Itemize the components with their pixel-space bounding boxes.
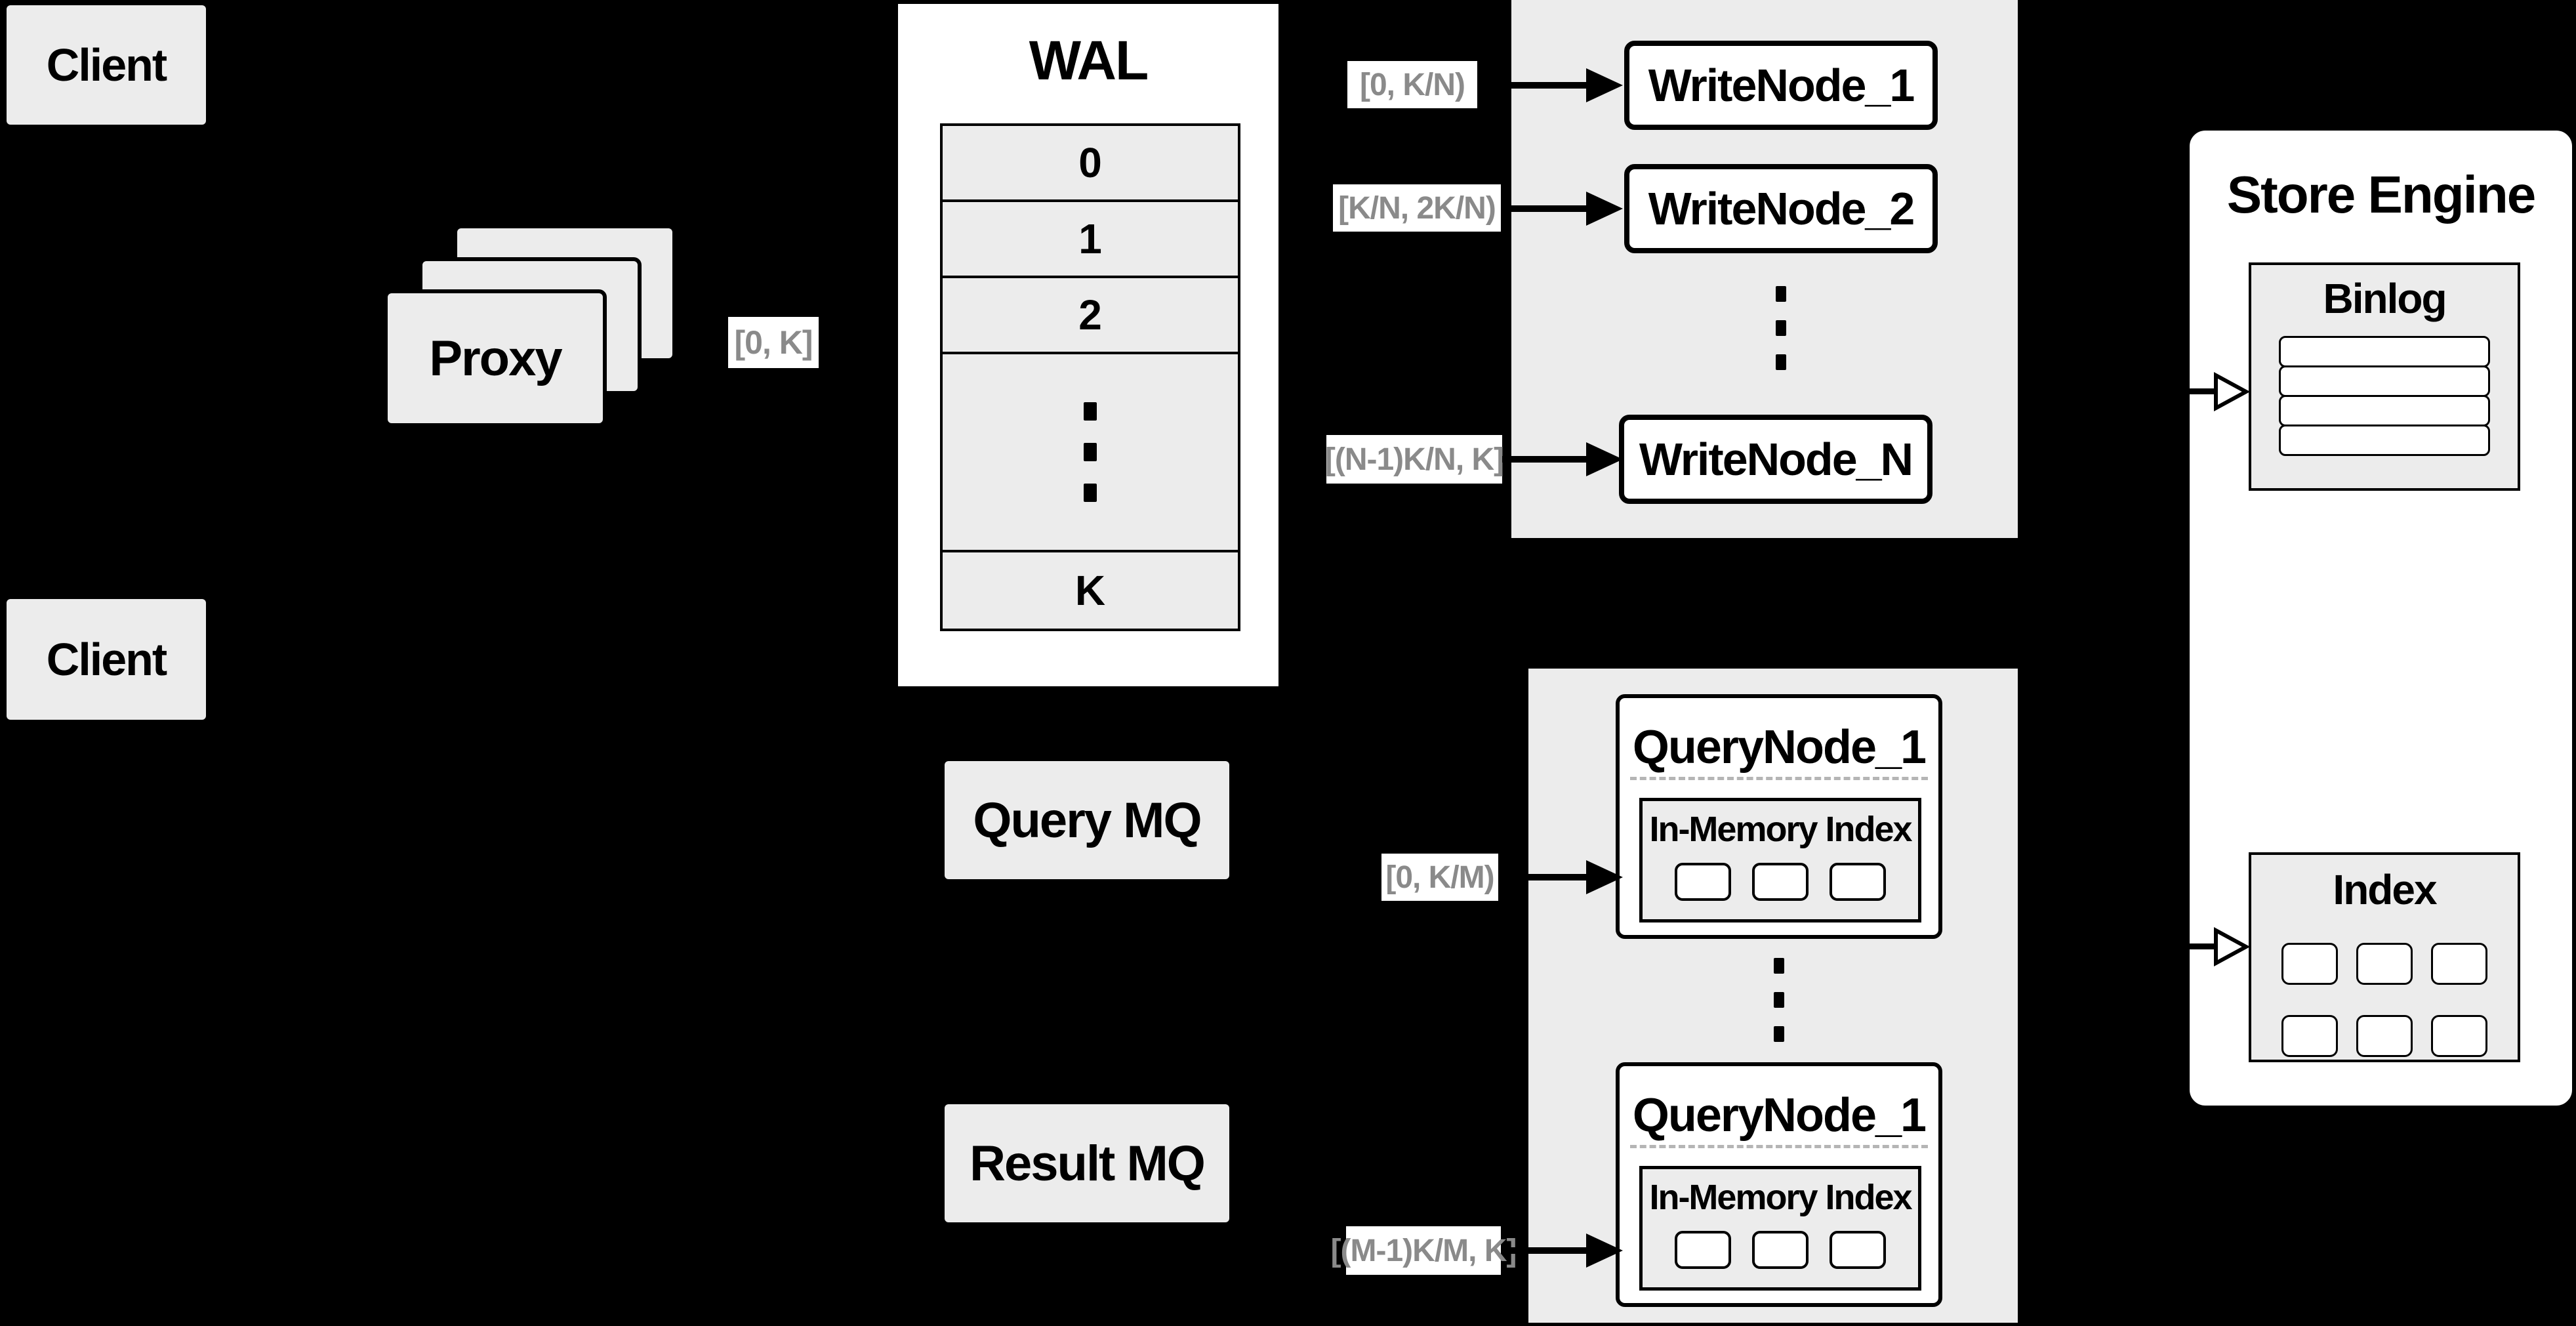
wal-row-1: 1 xyxy=(943,202,1238,278)
ellipsis-dot xyxy=(1776,354,1786,370)
dashed-separator xyxy=(1630,777,1928,780)
ellipsis-dot xyxy=(1776,320,1786,336)
write-node-2: WriteNode_2 xyxy=(1624,164,1938,253)
wal-row-0: 0 xyxy=(943,126,1238,202)
range-label-m1km-k: [(M-1)K/M, K] xyxy=(1331,1226,1517,1275)
hollow-arrowhead-index xyxy=(2214,926,2250,967)
in-memory-index-box: In-Memory Index xyxy=(1639,1166,1921,1291)
segment-cell xyxy=(1675,863,1731,901)
arrow-shaft-to-binlog xyxy=(2190,388,2217,394)
query-node-1-title: QueryNode_1 xyxy=(1632,721,1927,774)
index-cells xyxy=(2281,943,2487,1057)
range-label-0-kn: [0, K/N) xyxy=(1347,61,1477,108)
wal-panel: WAL 0 1 2 K xyxy=(895,1,1281,689)
range-label-0-k: [0, K] xyxy=(728,317,819,368)
in-memory-index-label: In-Memory Index xyxy=(1649,1178,1912,1217)
index-segment-cells xyxy=(1643,863,1918,901)
ellipsis-dot xyxy=(1776,286,1786,302)
ellipsis-dot xyxy=(1774,958,1784,974)
segment-cell xyxy=(1830,863,1886,901)
index-segment-cells xyxy=(1643,1231,1918,1269)
arrow-to-write-node-2 xyxy=(1501,192,1623,226)
query-mq-node: Query MQ xyxy=(945,761,1229,879)
segment-cell xyxy=(1675,1231,1731,1269)
wal-row-2: 2 xyxy=(943,278,1238,354)
result-mq-node: Result MQ xyxy=(945,1104,1229,1222)
query-node-m: QueryNode_1 In-Memory Index xyxy=(1616,1062,1942,1307)
range-label-kn-2kn: [K/N, 2K/N) xyxy=(1333,184,1501,232)
binlog-rows xyxy=(2251,336,2518,456)
wal-title: WAL xyxy=(1029,30,1149,91)
ellipsis-dot xyxy=(1084,443,1097,461)
query-node-1: QueryNode_1 In-Memory Index xyxy=(1616,694,1942,939)
ellipsis-dot xyxy=(1084,484,1097,502)
client-node-top: Client xyxy=(7,5,206,125)
write-node-1: WriteNode_1 xyxy=(1624,41,1938,130)
index-cell xyxy=(2356,1015,2413,1057)
write-node-n: WriteNode_N xyxy=(1619,415,1932,504)
arrow-shaft-to-index xyxy=(2190,943,2217,949)
in-memory-index-box: In-Memory Index xyxy=(1639,798,1921,922)
arrow-to-query-node-m xyxy=(1501,1233,1623,1268)
wal-ellipsis-row xyxy=(943,354,1238,552)
hollow-arrowhead-binlog xyxy=(2214,371,2250,412)
segment-cell xyxy=(1830,1231,1886,1269)
binlog-title: Binlog xyxy=(2323,275,2447,322)
binlog-box: Binlog xyxy=(2249,262,2520,491)
proxy-label: Proxy xyxy=(429,330,562,386)
ellipsis-dot xyxy=(1774,992,1784,1008)
client-node-bottom: Client xyxy=(7,599,206,720)
binlog-row xyxy=(2279,395,2490,426)
index-cell xyxy=(2356,943,2413,985)
write-node-ellipsis xyxy=(1776,286,1786,370)
query-mq-label: Query MQ xyxy=(973,792,1202,848)
range-label-n1kn-k: [(N-1)K/N, K] xyxy=(1325,435,1504,484)
binlog-row xyxy=(2279,425,2490,456)
binlog-row xyxy=(2279,336,2490,367)
in-memory-index-label: In-Memory Index xyxy=(1649,810,1912,849)
wal-row-k: K xyxy=(943,552,1238,629)
store-engine-panel: Store Engine Binlog Index xyxy=(2187,128,2575,1108)
arrow-to-write-node-n xyxy=(1502,442,1623,476)
query-node-m-title: QueryNode_1 xyxy=(1632,1089,1927,1142)
store-engine-title: Store Engine xyxy=(2226,165,2536,224)
index-cell xyxy=(2431,943,2487,985)
binlog-row xyxy=(2279,365,2490,397)
client-top-label: Client xyxy=(46,39,167,91)
result-mq-label: Result MQ xyxy=(970,1135,1206,1191)
index-cell xyxy=(2281,943,2338,985)
wal-segment-table: 0 1 2 K xyxy=(940,123,1240,631)
client-bottom-label: Client xyxy=(46,634,167,685)
segment-cell xyxy=(1752,1231,1809,1269)
segment-cell xyxy=(1752,863,1809,901)
index-title: Index xyxy=(2333,866,2437,913)
index-cell xyxy=(2281,1015,2338,1057)
proxy-node: Proxy xyxy=(384,289,607,427)
query-node-ellipsis xyxy=(1774,958,1784,1042)
ellipsis-dot xyxy=(1084,402,1097,421)
dashed-separator xyxy=(1630,1145,1928,1148)
range-label-0-km: [0, K/M) xyxy=(1381,854,1498,901)
index-box: Index xyxy=(2249,852,2520,1062)
arrow-to-write-node-1 xyxy=(1477,68,1623,102)
arrow-to-query-node-1 xyxy=(1498,860,1623,894)
index-cell xyxy=(2431,1015,2487,1057)
ellipsis-dot xyxy=(1774,1026,1784,1042)
